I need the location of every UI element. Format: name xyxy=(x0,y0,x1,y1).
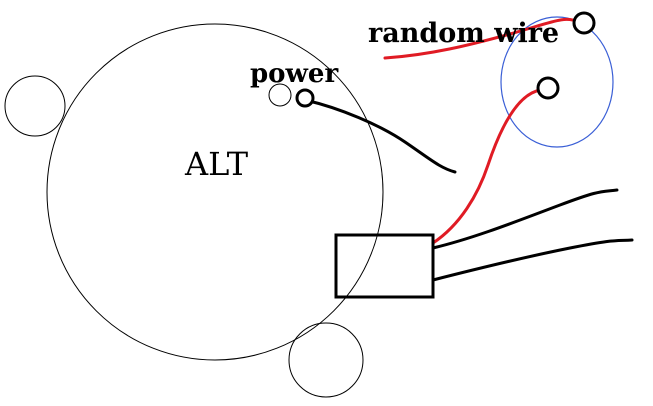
random-wire-red xyxy=(383,17,580,60)
power-terminal xyxy=(295,88,315,108)
alternator-body xyxy=(46,23,384,361)
alt-label: ALT xyxy=(184,145,249,183)
random-wire-label: random wire xyxy=(368,18,559,49)
highlight-oval xyxy=(500,16,614,148)
output-wire-upper xyxy=(431,188,619,250)
power-wire xyxy=(303,98,457,174)
regulator-box xyxy=(334,233,435,299)
output-wire-lower xyxy=(431,238,634,282)
small-ring xyxy=(268,83,292,107)
regulator-red-wire xyxy=(431,88,542,245)
mount-circle-bottom xyxy=(288,322,364,398)
mount-circle-left xyxy=(4,75,66,137)
oval-terminal xyxy=(536,76,560,100)
power-label: power xyxy=(250,59,338,89)
random-wire-terminal xyxy=(572,11,596,35)
